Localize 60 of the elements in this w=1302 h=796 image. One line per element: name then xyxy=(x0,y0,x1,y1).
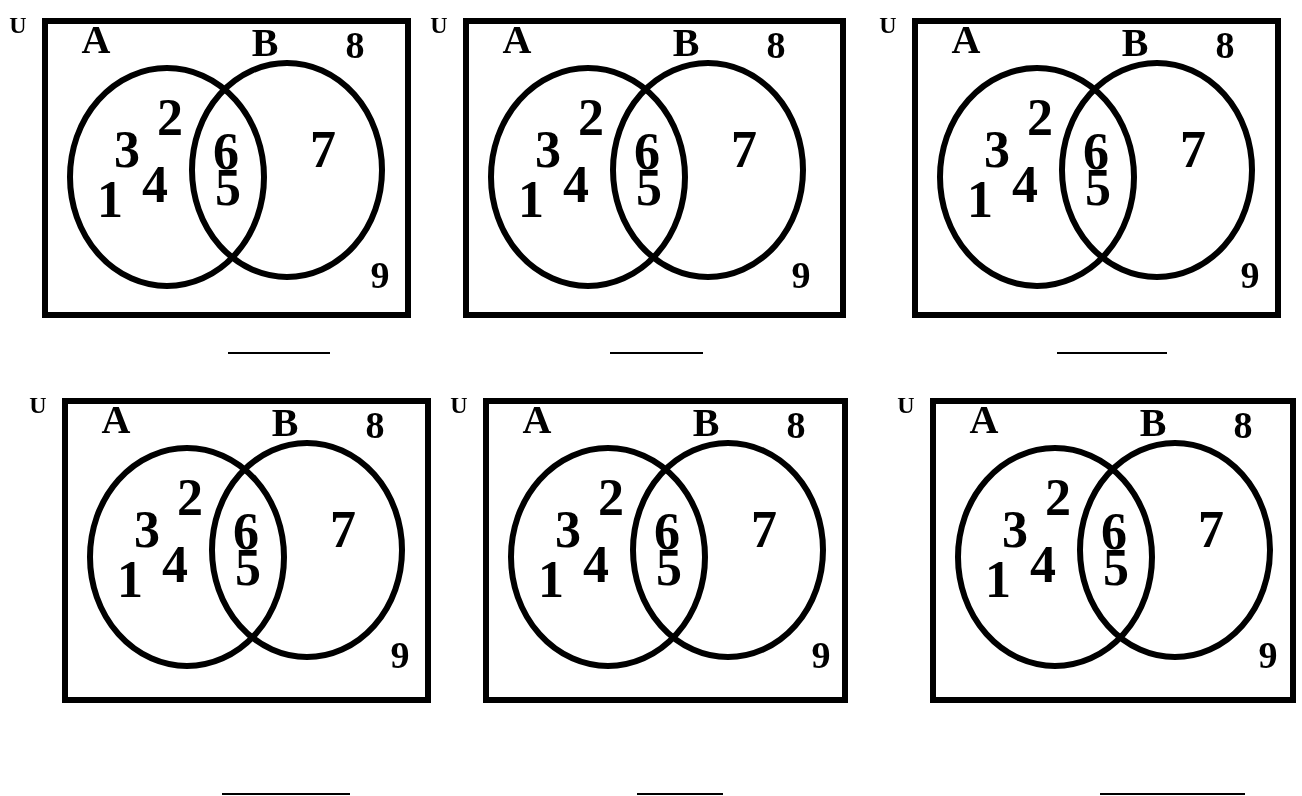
element-number: 1 xyxy=(985,554,1011,606)
universe-label: U xyxy=(897,393,915,417)
element-number: 3 xyxy=(535,124,561,176)
element-number: 1 xyxy=(117,554,143,606)
element-number: 3 xyxy=(1002,504,1028,556)
element-number: 8 xyxy=(345,26,365,64)
element-number: 8 xyxy=(766,26,786,64)
element-number: 7 xyxy=(731,124,757,176)
element-number: 3 xyxy=(984,124,1010,176)
set-label: B xyxy=(251,23,279,63)
element-number: 8 xyxy=(786,406,806,444)
set-label: A xyxy=(522,400,552,440)
set-label: B xyxy=(271,403,299,443)
element-number: 9 xyxy=(791,256,811,294)
set-label: A xyxy=(502,20,532,60)
element-number: 9 xyxy=(1240,256,1260,294)
element-number: 8 xyxy=(1215,26,1235,64)
universe-label: U xyxy=(9,13,27,37)
element-number: 1 xyxy=(538,554,564,606)
element-number: 2 xyxy=(1027,92,1053,144)
set-label: A xyxy=(81,20,111,60)
set-label: A xyxy=(969,400,999,440)
set-label: B xyxy=(1121,23,1149,63)
element-number: 9 xyxy=(390,636,410,674)
universe-label: U xyxy=(29,393,47,417)
element-number: 2 xyxy=(157,92,183,144)
element-number: 2 xyxy=(578,92,604,144)
set-label: B xyxy=(692,403,720,443)
element-number: 7 xyxy=(310,124,336,176)
element-number: 4 xyxy=(1030,539,1056,591)
element-number: 9 xyxy=(370,256,390,294)
universe-label: U xyxy=(430,13,448,37)
element-number: 4 xyxy=(162,539,188,591)
element-number: 2 xyxy=(598,472,624,524)
element-number: 3 xyxy=(114,124,140,176)
element-number: 2 xyxy=(1045,472,1071,524)
element-number: 7 xyxy=(330,504,356,556)
element-number: 2 xyxy=(177,472,203,524)
element-number: 1 xyxy=(518,174,544,226)
element-number: 4 xyxy=(142,159,168,211)
universe-label: U xyxy=(450,393,468,417)
set-label: A xyxy=(101,400,131,440)
element-number: 7 xyxy=(1198,504,1224,556)
element-number: 8 xyxy=(365,406,385,444)
element-number: 7 xyxy=(1180,124,1206,176)
universe-label: U xyxy=(879,13,897,37)
element-number: 4 xyxy=(583,539,609,591)
set-label: B xyxy=(1139,403,1167,443)
set-label: A xyxy=(951,20,981,60)
element-number: 1 xyxy=(97,174,123,226)
element-number: 7 xyxy=(751,504,777,556)
element-number: 3 xyxy=(555,504,581,556)
set-label: B xyxy=(672,23,700,63)
element-number: 9 xyxy=(811,636,831,674)
element-number: 3 xyxy=(134,504,160,556)
element-number: 4 xyxy=(563,159,589,211)
element-number: 9 xyxy=(1258,636,1278,674)
element-number: 1 xyxy=(967,174,993,226)
element-number: 4 xyxy=(1012,159,1038,211)
element-number: 8 xyxy=(1233,406,1253,444)
